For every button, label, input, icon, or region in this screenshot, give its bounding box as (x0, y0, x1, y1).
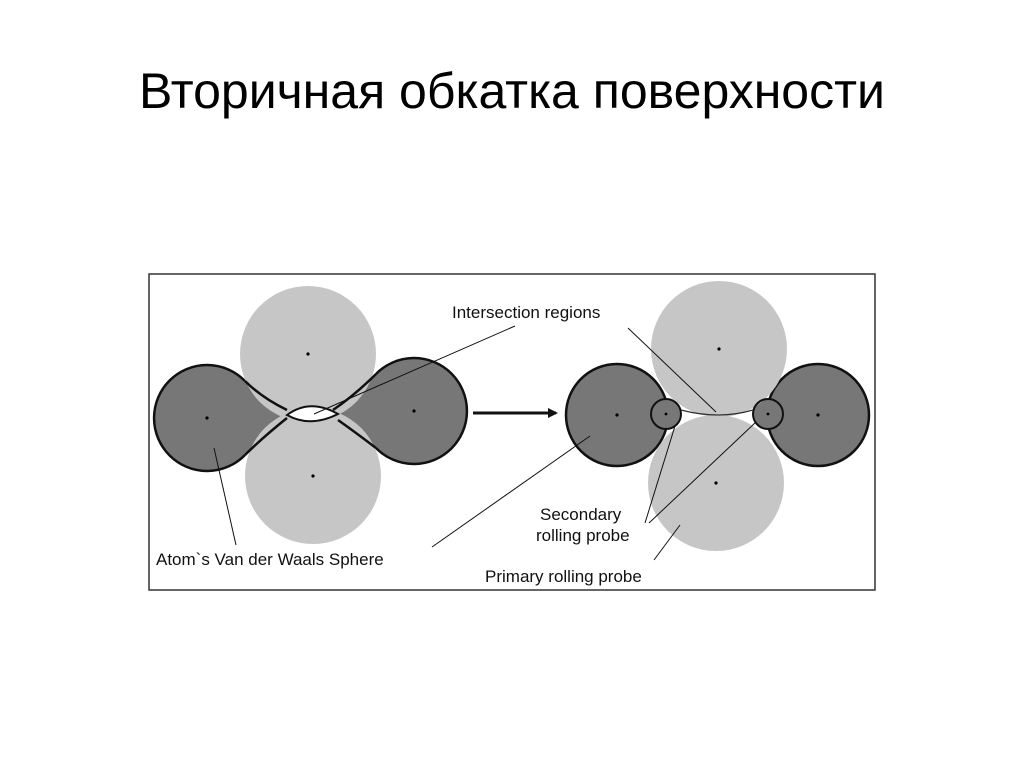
left-atom-right-outline (375, 356, 469, 466)
left-probe-top-center (306, 352, 310, 356)
left-probe-bottom-center (311, 474, 315, 478)
left-atom-left-center (205, 416, 209, 420)
right-secondary-right-center (766, 412, 770, 416)
left-concave-top-left (244, 380, 288, 412)
label-secondary-line2: rolling probe (536, 526, 630, 545)
right-secondary-probe-right (752, 398, 784, 430)
leader-atom-right (431, 435, 591, 548)
right-secondary-left-center (664, 412, 668, 416)
left-concave-top-right (332, 373, 377, 412)
left-concave-bottom-left (244, 417, 288, 456)
right-probe-top-center (717, 347, 721, 351)
right-atom-right-center (816, 413, 820, 417)
label-atom-sphere: Atom`s Van der Waals Sphere (156, 550, 384, 569)
left-atom-right-center (412, 409, 416, 413)
leader-atom-left (213, 447, 237, 546)
leader-secondary-left (644, 425, 676, 524)
right-atom-left-center (615, 413, 619, 417)
leader-intersection-left (313, 325, 516, 415)
left-atom-left-outline (152, 363, 246, 473)
label-intersection-regions: Intersection regions (452, 303, 600, 322)
slide-title: Вторичная обкатка поверхности (139, 63, 885, 119)
left-concave-bottom-right (337, 418, 377, 449)
left-intersection-region (285, 405, 341, 423)
label-secondary-line1: Secondary (540, 505, 622, 524)
leader-secondary-right (648, 421, 757, 524)
right-intersection-curve (680, 409, 754, 416)
label-primary-probe: Primary rolling probe (485, 567, 642, 586)
right-secondary-probe-left (650, 398, 682, 430)
right-probe-bottom-center (714, 481, 718, 485)
leader-primary (653, 524, 681, 561)
leader-intersection-right (627, 327, 717, 413)
right-assembly (564, 281, 871, 551)
leader-lines (213, 325, 757, 561)
